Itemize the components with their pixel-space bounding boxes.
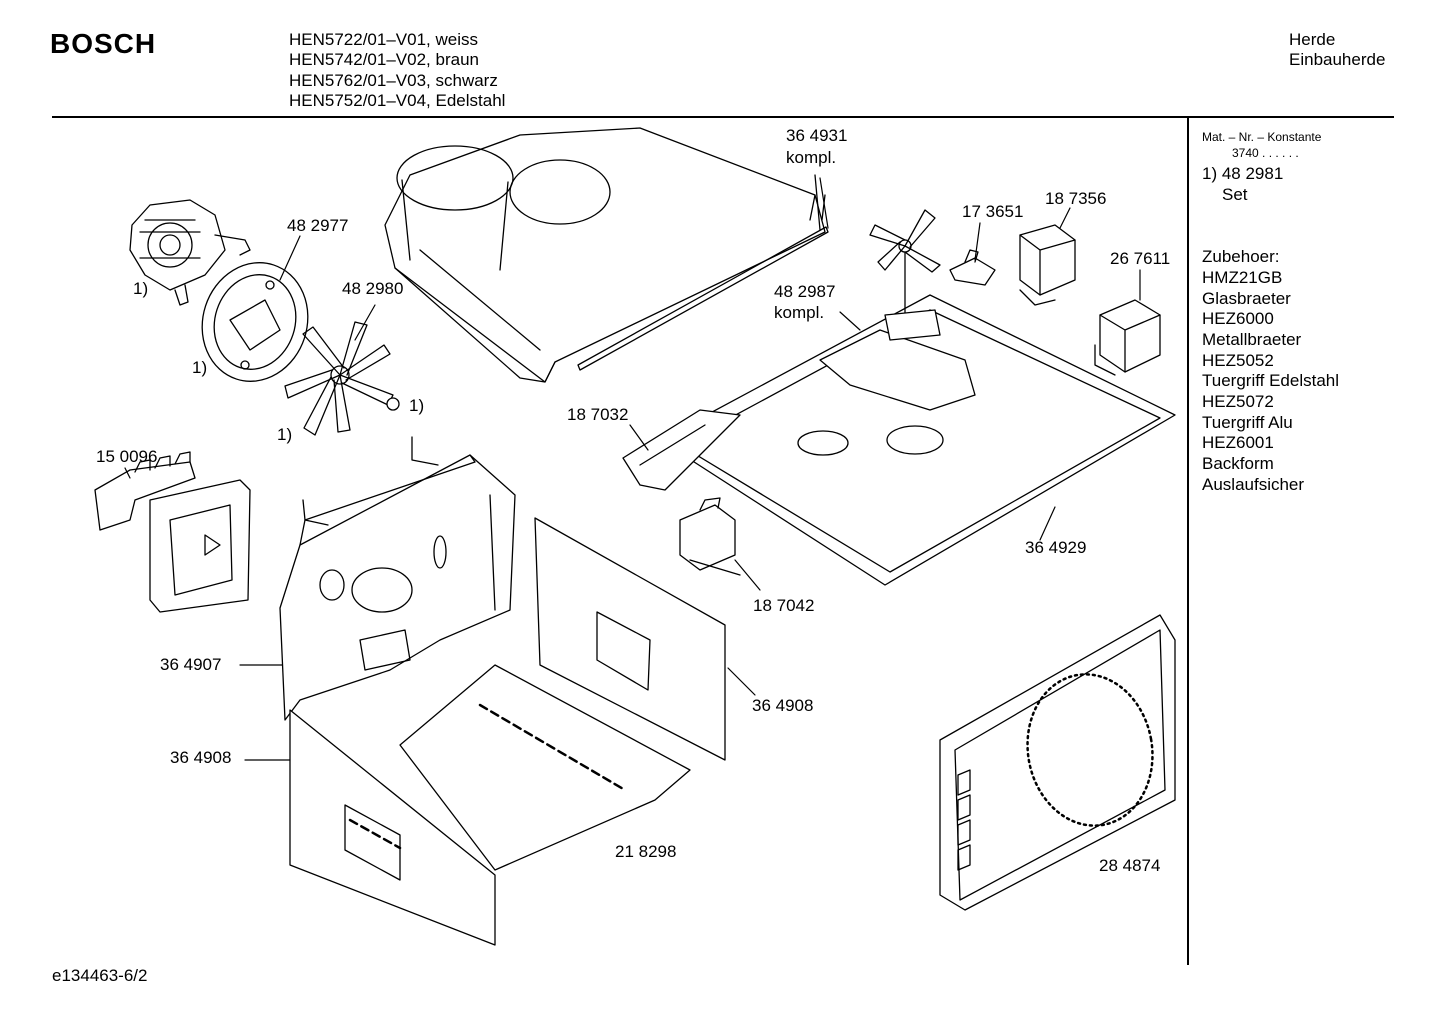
category-line-2: Einbauherde [1289, 50, 1386, 69]
part-label-364907: 36 4907 [160, 655, 222, 674]
door-lock-part [679, 497, 741, 576]
category-line-1: Herde [1289, 30, 1336, 49]
thermostat-part [949, 249, 996, 286]
accessories-title: Zubehoer: [1202, 247, 1280, 266]
accessory-item: Auslaufsicher [1202, 475, 1305, 494]
document-id: e134463-6/2 [52, 966, 148, 985]
mat-label: Mat. – Nr. – Konstante [1202, 130, 1322, 144]
model-line-1: HEN5722/01–V01, weiss [289, 30, 479, 49]
fan-blade-part [284, 321, 400, 436]
part-label-267611: 26 7611 [1110, 249, 1171, 268]
steam-gutter-part [622, 409, 741, 491]
part-label-482980: 48 2980 [342, 279, 404, 298]
accessory-item: Tuergriff Alu [1202, 413, 1293, 432]
oven-back-wall-part [279, 436, 516, 721]
set-marker: 1) [192, 358, 208, 377]
leader-lines [124, 177, 1141, 761]
part-label-364908-left: 36 4908 [170, 748, 232, 767]
oven-top-plate-part [659, 294, 1176, 586]
part-label-364929: 36 4929 [1025, 538, 1087, 557]
set-marker: 1) [409, 396, 425, 415]
cooling-fan-part [869, 209, 941, 341]
part-label-187032: 18 7032 [567, 405, 629, 424]
accessory-item: HEZ5072 [1202, 392, 1274, 411]
accessory-item: Metallbraeter [1202, 330, 1302, 349]
model-line-4: HEN5752/01–V04, Edelstahl [289, 91, 506, 110]
part-label-150096: 15 0096 [96, 447, 158, 466]
part-label-173651: 17 3651 [962, 202, 1024, 221]
accessory-item: Backform [1202, 454, 1274, 473]
part-label-284874: 28 4874 [1099, 856, 1161, 875]
model-line-3: HEN5762/01–V03, schwarz [289, 71, 498, 90]
part-label-187042: 18 7042 [753, 596, 815, 615]
side-panel-left-part [289, 709, 496, 946]
part-label-364908-right: 36 4908 [752, 696, 814, 715]
mat-value: 3740 . . . . . . [1232, 146, 1299, 160]
oven-floor-part [399, 664, 691, 871]
set-marker: 1) [133, 279, 149, 298]
model-line-2: HEN5742/01–V02, braun [289, 50, 479, 69]
accessory-item: HEZ5052 [1202, 351, 1274, 370]
part-note-482987: kompl. [774, 303, 825, 322]
set-number: 1) 48 2981 [1202, 164, 1284, 183]
accessory-item: HMZ21GB [1202, 268, 1283, 287]
accessory-item: HEZ6000 [1202, 309, 1274, 328]
sidebar-divider [1187, 117, 1189, 965]
top-cover-part [384, 127, 829, 383]
accessory-item: HEZ6001 [1202, 433, 1274, 452]
part-note-364931: kompl. [786, 148, 837, 167]
convection-fan-motor-part [129, 199, 251, 306]
accessory-item: Glasbraeter [1202, 289, 1291, 308]
fan-cover-plate-part [201, 262, 309, 382]
brand-logo: BOSCH [50, 28, 157, 59]
oven-door-part [939, 614, 1176, 911]
part-label-482977: 48 2977 [287, 216, 349, 235]
header-divider [52, 116, 1394, 118]
set-marker: 1) [277, 425, 293, 444]
part-label-482987: 48 2987 [774, 282, 836, 301]
relay-part [1019, 224, 1076, 306]
part-label-187356: 18 7356 [1045, 189, 1107, 208]
side-panel-right-part [534, 517, 726, 761]
set-label: Set [1222, 185, 1248, 204]
transformer-part [1094, 299, 1161, 376]
switch-block-part [94, 451, 251, 613]
accessory-item: Tuergriff Edelstahl [1202, 371, 1340, 390]
part-label-218298: 21 8298 [615, 842, 677, 861]
part-label-364931: 36 4931 [786, 126, 848, 145]
